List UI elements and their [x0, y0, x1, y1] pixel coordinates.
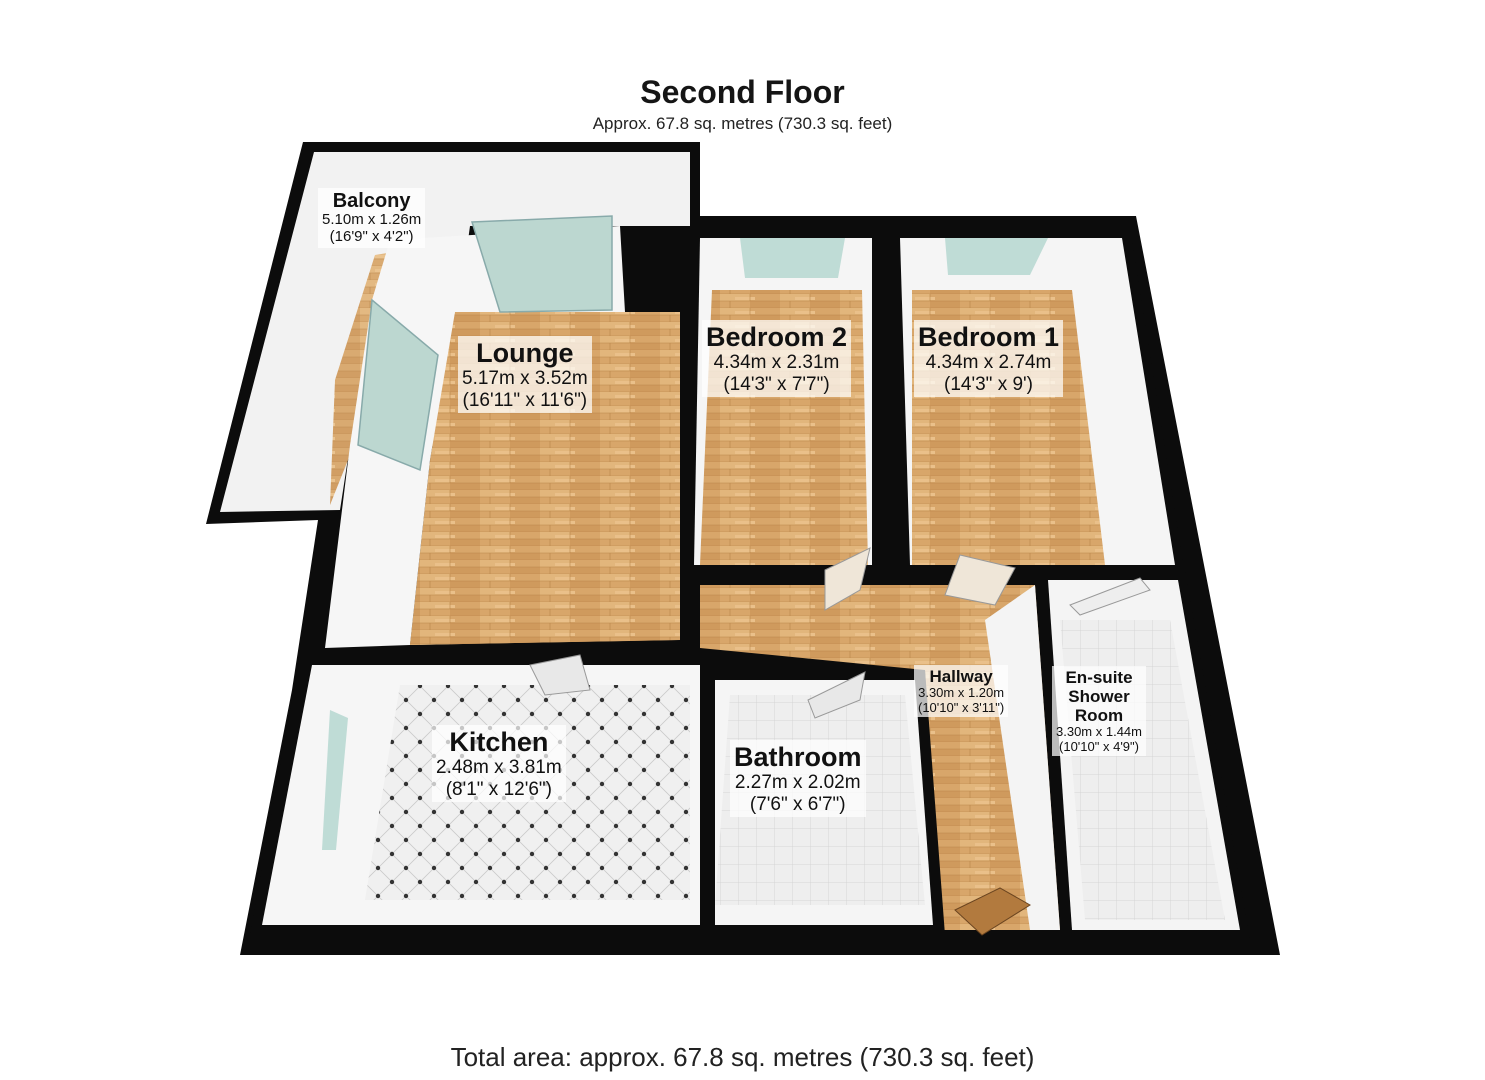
label-hallway: Hallway 3.30m x 1.20m (10'10" x 3'11")	[914, 665, 1009, 718]
room-metric: 5.17m x 3.52m	[462, 368, 588, 390]
room-metric: 4.34m x 2.31m	[713, 352, 840, 374]
bedroom2-window	[740, 238, 845, 278]
room-imperial: (16'9" x 4'2")	[329, 228, 414, 246]
room-metric: 3.30m x 1.44m	[1056, 724, 1142, 740]
room-name: Bedroom 2	[706, 322, 848, 352]
entrance-door	[954, 887, 1031, 936]
room-name: Kitchen	[449, 727, 549, 757]
room-metric: 5.10m x 1.26m	[322, 211, 422, 229]
plan-title: Second Floor	[640, 74, 845, 110]
label-kitchen: Kitchen 2.48m x 3.81m (8'1" x 12'6")	[432, 725, 566, 802]
room-imperial: (7'6" x 6'7")	[749, 793, 846, 815]
total-area: Total area: approx. 67.8 sq. metres (730…	[450, 1042, 1035, 1072]
room-name-line2: Shower	[1068, 687, 1130, 707]
kitchen-window	[322, 710, 348, 850]
label-lounge: Lounge 5.17m x 3.52m (16'11" x 11'6")	[458, 336, 592, 413]
glass-door-top	[470, 215, 613, 313]
bedroom2-door	[824, 547, 871, 611]
room-name: Lounge	[476, 338, 574, 368]
label-balcony: Balcony 5.10m x 1.26m (16'9" x 4'2")	[318, 188, 426, 248]
label-ensuite: En-suite Shower Room 3.30m x 1.44m (10'1…	[1052, 666, 1146, 757]
room-metric: 2.48m x 3.81m	[436, 757, 562, 779]
room-imperial: (10'10" x 3'11")	[918, 699, 1005, 715]
plan-area: Approx. 67.8 sq. metres (730.3 sq. feet)	[592, 114, 893, 133]
bedroom1-door	[944, 554, 1016, 606]
room-name-line3: Room	[1074, 706, 1124, 726]
room-imperial: (10'10" x 4'9")	[1059, 738, 1139, 754]
room-name: Balcony	[332, 190, 411, 212]
room-name: Bedroom 1	[918, 322, 1060, 352]
ensuite-door	[1069, 577, 1151, 616]
bathroom-door	[807, 671, 866, 719]
room-metric: 3.30m x 1.20m	[918, 685, 1005, 701]
kitchen-door	[529, 654, 591, 696]
room-metric: 2.27m x 2.02m	[734, 772, 861, 794]
label-bathroom: Bathroom 2.27m x 2.02m (7'6" x 6'7")	[730, 740, 866, 817]
room-imperial: (14'3" x 7'7")	[723, 373, 830, 395]
room-imperial: (14'3" x 9')	[944, 373, 1033, 395]
room-imperial: (16'11" x 11'6")	[462, 389, 588, 411]
glass-door-side	[357, 298, 439, 472]
room-name-line1: En-suite	[1065, 668, 1133, 687]
room-name: Bathroom	[734, 742, 862, 772]
label-bedroom2: Bedroom 2 4.34m x 2.31m (14'3" x 7'7")	[702, 320, 852, 397]
label-bedroom1: Bedroom 1 4.34m x 2.74m (14'3" x 9')	[914, 320, 1064, 397]
room-imperial: (8'1" x 12'6")	[445, 778, 552, 800]
room-name: Hallway	[929, 667, 993, 686]
room-metric: 4.34m x 2.74m	[925, 352, 1052, 374]
bedroom1-window	[945, 238, 1048, 275]
